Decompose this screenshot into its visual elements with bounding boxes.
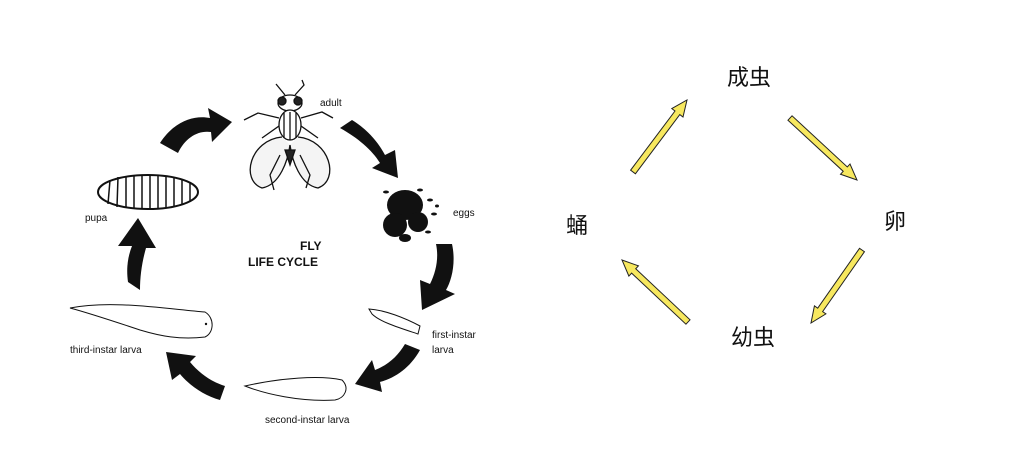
arrow-eggs-to-first-instar [420,244,455,310]
arrow-pupa-to-adult [160,108,232,153]
second-instar-larva-illustration [243,377,347,401]
title-line1: FLY [300,239,322,253]
first-instar-larva-illustration [368,308,421,335]
chinese-life-cycle: 成虫 卵 幼虫 蛹 [566,66,906,351]
label-egg-cn: 卵 [884,210,906,235]
label-second-instar: second-instar larva [265,415,350,426]
title-line2: LIFE CYCLE [248,255,318,269]
arrow-first-to-second-instar [355,344,420,392]
third-instar-larva-illustration [69,304,213,339]
arrow-pupa-to-adult-cn [629,99,688,175]
label-pupa-cn: 蛹 [566,214,588,239]
label-pupa: pupa [85,213,108,224]
arrow-adult-to-eggs [340,120,398,178]
adult-fly-illustration [243,79,334,191]
label-first-instar-line1: first-instar [432,330,477,341]
label-larva-cn: 幼虫 [731,326,775,351]
arrow-egg-to-larva-cn [810,247,866,325]
label-eggs: eggs [453,208,475,219]
pupa-illustration [97,174,199,210]
label-adult-cn: 成虫 [727,66,771,91]
label-third-instar: third-instar larva [70,345,142,356]
eggs-illustration [383,188,439,242]
arrow-adult-to-egg-cn [787,115,858,181]
arrow-second-to-third-instar [166,352,225,400]
arrow-third-instar-to-pupa [118,218,156,290]
label-adult: adult [320,98,342,109]
arrow-larva-to-pupa-cn [621,259,691,325]
fly-life-cycle: adult eggs first-instar larva second-ins… [69,79,477,426]
label-first-instar-line2: larva [432,345,454,356]
